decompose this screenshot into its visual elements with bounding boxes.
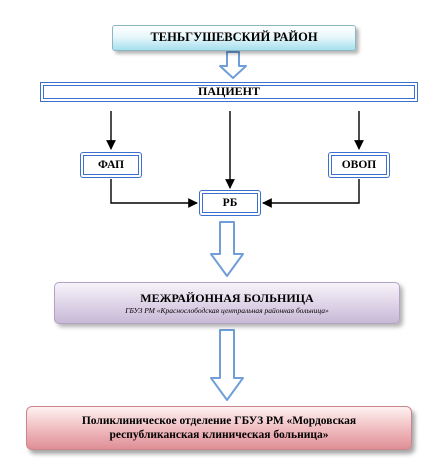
edge-ovop-to-rb xyxy=(262,179,360,208)
node-interdistrict-hospital: МЕЖРАЙОННАЯ БОЛЬНИЦА ГБУЗ РМ «Краснослоб… xyxy=(54,282,400,324)
node-polyclinic-label: Поликлиническое отделение ГБУЗ РМ «Мордо… xyxy=(81,414,357,441)
node-polyclinic: Поликлиническое отделение ГБУЗ РМ «Мордо… xyxy=(26,406,412,450)
node-rb-label: РБ xyxy=(222,196,238,209)
node-ovop-label: ОВОП xyxy=(341,158,377,171)
edge-rb-to-interdistrict xyxy=(210,221,244,277)
node-ovop: ОВОП xyxy=(328,152,390,178)
node-fap: ФАП xyxy=(80,152,142,178)
node-fap-label: ФАП xyxy=(97,158,125,171)
edge-region-to-patient xyxy=(219,51,247,79)
node-interdistrict-hospital-label: МЕЖРАЙОННАЯ БОЛЬНИЦА xyxy=(140,290,314,305)
node-region-label: ТЕНЬГУШЕВСКИЙ РАЙОН xyxy=(150,30,318,45)
node-interdistrict-hospital-sublabel: ГБУЗ РМ «Краснослободская центральная ра… xyxy=(125,305,329,315)
node-region: ТЕНЬГУШЕВСКИЙ РАЙОН xyxy=(112,25,356,51)
edge-interdistrict-to-polyclinic xyxy=(210,329,244,401)
node-patient-label: ПАЦИЕНТ xyxy=(197,84,260,99)
node-rb: РБ xyxy=(199,190,261,216)
node-patient: ПАЦИЕНТ xyxy=(40,82,418,102)
edge-fap-to-rb xyxy=(110,179,198,208)
